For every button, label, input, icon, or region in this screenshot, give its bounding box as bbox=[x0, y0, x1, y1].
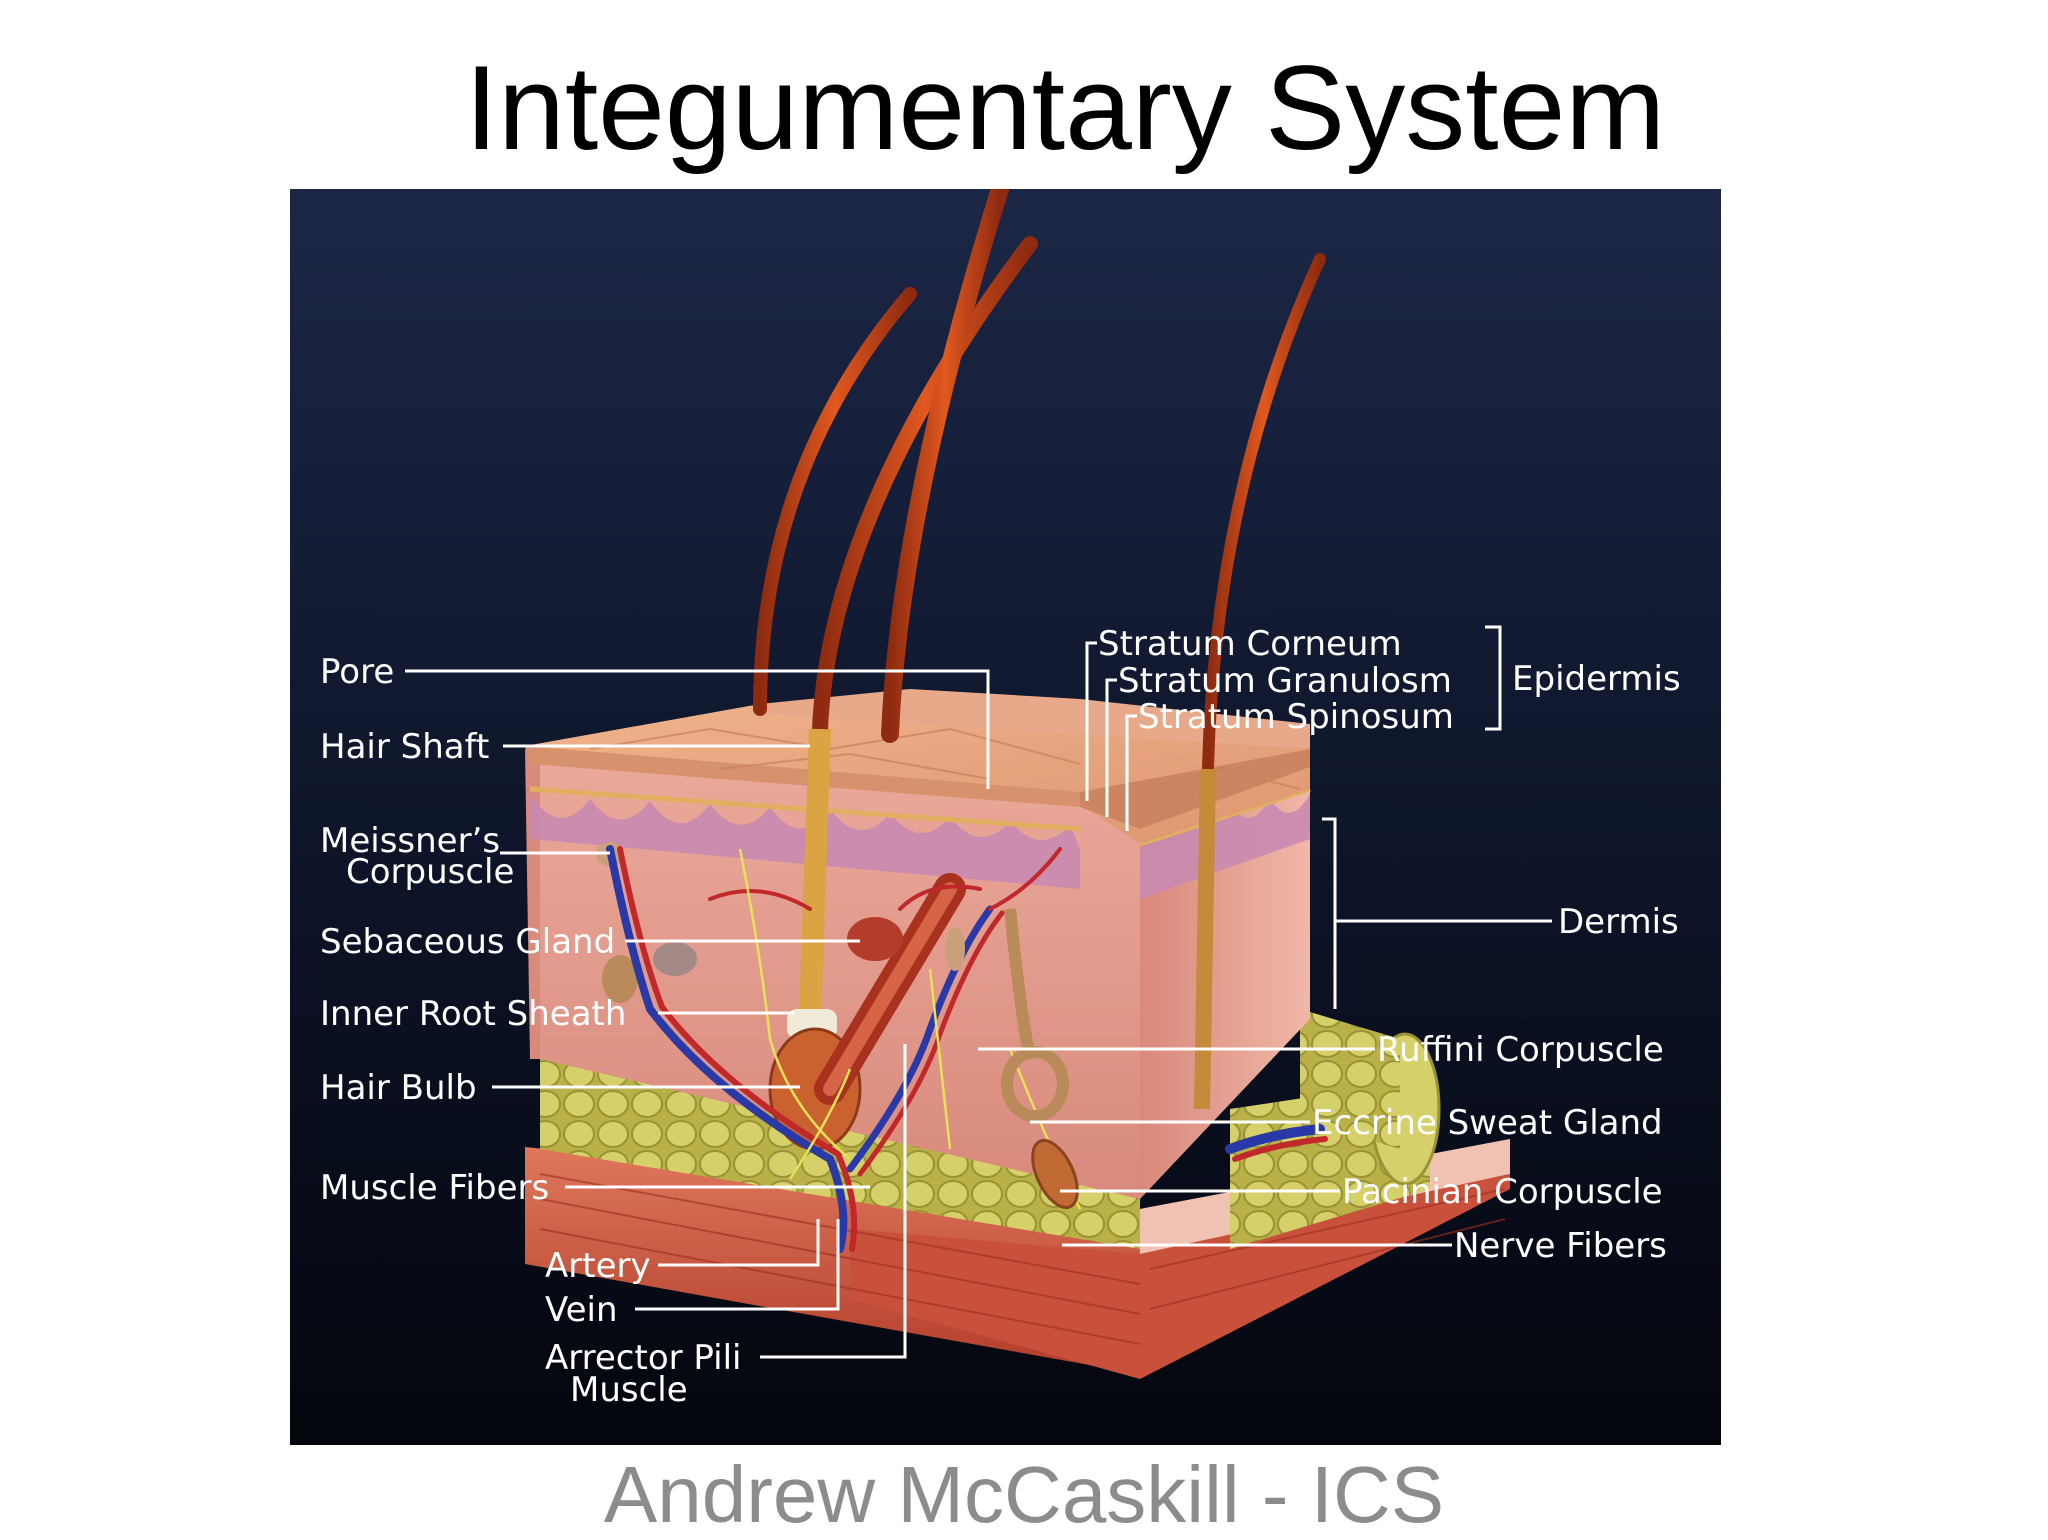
label-ruffini: Ruffini Corpuscle bbox=[1377, 1030, 1664, 1070]
label-arrector-1: Arrector Pili bbox=[545, 1338, 742, 1378]
label-stratum-granulosm: Stratum Granulosm bbox=[1118, 661, 1452, 701]
label-nerve-fibers: Nerve Fibers bbox=[1454, 1226, 1667, 1266]
label-inner-root-sheath: Inner Root Sheath bbox=[320, 994, 626, 1034]
leader-lines bbox=[405, 625, 1552, 1359]
label-muscle-fibers: Muscle Fibers bbox=[320, 1168, 549, 1208]
label-artery: Artery bbox=[545, 1246, 651, 1286]
slide-title: Integumentary System bbox=[464, 41, 1666, 175]
skin-cross-section-diagram: Pore Hair Shaft Meissner’s Corpuscle Seb… bbox=[290, 189, 1721, 1445]
label-epidermis: Epidermis bbox=[1512, 659, 1681, 699]
label-sebaceous-gland: Sebaceous Gland bbox=[320, 922, 615, 962]
label-dermis: Dermis bbox=[1558, 902, 1679, 942]
label-eccrine: Eccrine Sweat Gland bbox=[1312, 1103, 1663, 1143]
label-stratum-corneum: Stratum Corneum bbox=[1098, 624, 1402, 664]
label-arrector-2: Muscle bbox=[570, 1370, 688, 1410]
hair-bulb-structures bbox=[596, 842, 966, 1151]
label-stratum-spinosum: Stratum Spinosum bbox=[1138, 697, 1454, 737]
label-pacinian: Pacinian Corpuscle bbox=[1342, 1172, 1663, 1212]
label-hair-bulb: Hair Bulb bbox=[320, 1068, 477, 1108]
label-vein: Vein bbox=[545, 1290, 618, 1330]
skin-surface bbox=[525, 689, 1310, 844]
diagram-labels: Pore Hair Shaft Meissner’s Corpuscle Seb… bbox=[320, 624, 1681, 1410]
slide-footer: Andrew McCaskill - ICS bbox=[603, 1450, 1445, 1539]
label-meissners-2: Corpuscle bbox=[346, 852, 514, 892]
label-pore: Pore bbox=[320, 652, 394, 692]
label-hair-shaft: Hair Shaft bbox=[320, 727, 489, 767]
label-meissners-1: Meissner’s bbox=[320, 821, 500, 861]
